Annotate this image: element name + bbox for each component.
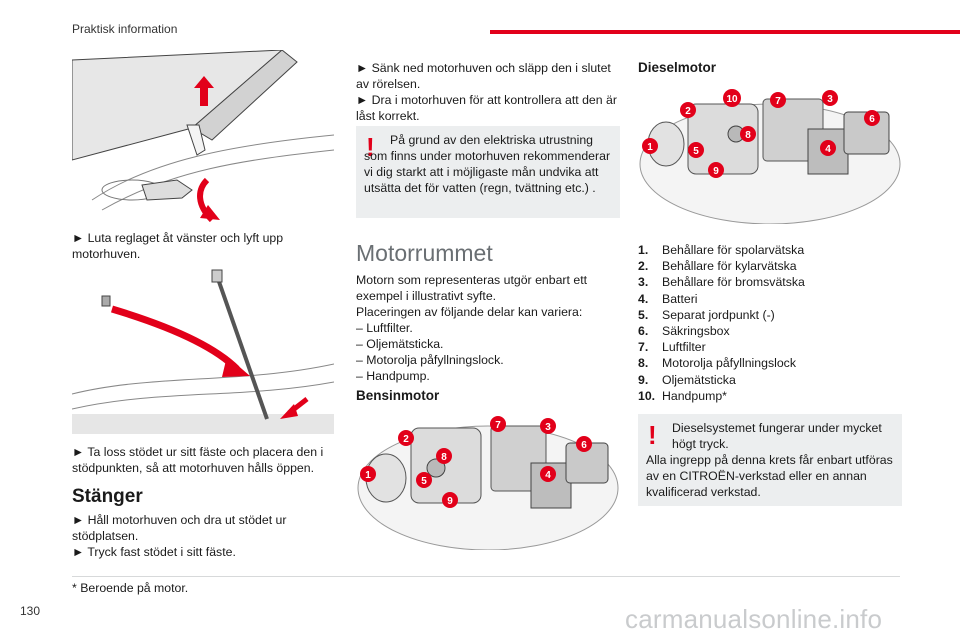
svg-text:1: 1 [365,470,371,481]
list-item: 9.Oljemätsticka [638,372,736,387]
diesel-badge-2: 2 [680,102,696,118]
step-lower-hood: ► Sänk ned motorhuven och släpp den i sl… [356,61,611,91]
list-item: 6.Säkringsbox [638,324,730,339]
warning-text-water: På grund av den elektriska utrustning so… [364,133,611,195]
petrol-badge-5: 5 [416,472,432,488]
diesel-badge-4: 4 [820,140,836,156]
diesel-badge-1: 1 [642,138,658,154]
warning-box-water: ! På grund av den elektriska utrustning … [356,126,620,218]
watermark: carmanualsonline.info [625,604,883,634]
petrol-badge-3: 3 [540,418,556,434]
svg-text:5: 5 [421,476,427,487]
step-place-support: ► Ta loss stödet ur sitt fäste och place… [72,445,324,475]
parts-legend-list: 1.Behållare för spolarvätska 2.Behållare… [638,242,900,404]
section-title-engine-compartment: Motorrummet [356,240,493,266]
intro-illustrative: Motorn som representeras utgör enbart et… [356,273,588,303]
list-item: 7.Luftfilter [638,340,706,355]
svg-text:8: 8 [441,452,447,463]
petrol-badge-4: 4 [540,466,556,482]
petrol-badge-2: 2 [398,430,414,446]
subhead-petrol-engine: Bensinmotor [356,388,440,403]
svg-text:3: 3 [545,422,551,433]
step-lift-hood: ► Luta reglaget åt vänster och lyft upp … [72,231,284,261]
petrol-badge-8: 8 [436,448,452,464]
svg-text:4: 4 [825,144,831,155]
warning-text-workshop: Alla ingrepp på denna krets får enbart u… [646,453,893,499]
petrol-badge-1: 1 [360,466,376,482]
figure-petrol-engine: 1 2 5 8 9 7 3 4 6 [357,416,619,550]
svg-text:1: 1 [647,142,653,153]
diesel-badge-5: 5 [688,142,704,158]
diesel-badge-7: 7 [770,92,786,108]
warning-box-diesel: ! Dieselsystemet fungerar under mycket h… [638,414,902,506]
list-item: 8.Motorolja påfyllningslock [638,356,796,371]
warning-icon: ! [366,132,375,162]
svg-text:8: 8 [745,130,751,141]
list-item: 1.Behållare för spolarvätska [638,243,805,257]
diesel-badge-9: 9 [708,162,724,178]
svg-text:9: 9 [447,496,453,507]
diesel-badge-8: 8 [740,126,756,142]
subhead-diesel-engine: Dieselmotor [638,60,717,75]
warning-icon: ! [648,420,657,450]
petrol-badge-6: 6 [576,436,592,452]
svg-text:3: 3 [827,94,833,105]
diesel-badge-6: 6 [864,110,880,126]
svg-text:7: 7 [775,96,781,107]
figure-hood-support-rod [72,264,334,434]
list-item: 5.Separat jordpunkt (-) [638,307,775,322]
svg-text:10: 10 [726,94,738,105]
list-item: 4.Batteri [638,291,698,306]
step-hold-hood: ► Håll motorhuven och dra ut stödet ur s… [72,513,287,543]
intro-placement: Placeringen av följande delar kan varier… [356,305,583,319]
svg-text:2: 2 [685,106,691,117]
svg-text:6: 6 [869,114,875,125]
svg-text:5: 5 [693,146,699,157]
svg-text:4: 4 [545,470,551,481]
list-item: 2.Behållare för kylarvätska [638,259,797,274]
svg-text:6: 6 [581,440,587,451]
diesel-badge-3: 3 [822,90,838,106]
variable-part-3: – Motorolja påfyllningslock. [356,353,504,367]
list-item: 3.Behållare för bromsvätska [638,275,805,290]
variable-part-1: – Luftfilter. [356,321,413,335]
running-header: Praktisk information [72,22,178,36]
variable-part-2: – Oljemätsticka. [356,337,444,351]
svg-text:7: 7 [495,420,501,431]
section-title-closing: Stänger [72,486,143,507]
warning-text-high-pressure: Dieselsystemet fungerar under mycket hög… [672,421,882,451]
header-accent-bar [490,30,960,34]
footer-divider [72,576,900,577]
figure-diesel-engine: 1 2 5 9 10 8 7 3 4 6 [639,89,901,224]
step-push-support: ► Tryck fast stödet i sitt fäste. [72,545,236,559]
step-check-locked: ► Dra i motorhuven för att kontrollera a… [356,93,617,123]
variable-part-4: – Handpump. [356,369,430,383]
svg-text:2: 2 [403,434,409,445]
figure-hood-release-lever [72,50,334,222]
list-item: 10.Handpump* [638,388,727,403]
page-number: 130 [20,604,41,618]
petrol-badge-9: 9 [442,492,458,508]
svg-text:9: 9 [713,166,719,177]
footnote: * Beroende på motor. [72,581,189,595]
diesel-badge-10: 10 [723,89,741,107]
petrol-badge-7: 7 [490,416,506,432]
